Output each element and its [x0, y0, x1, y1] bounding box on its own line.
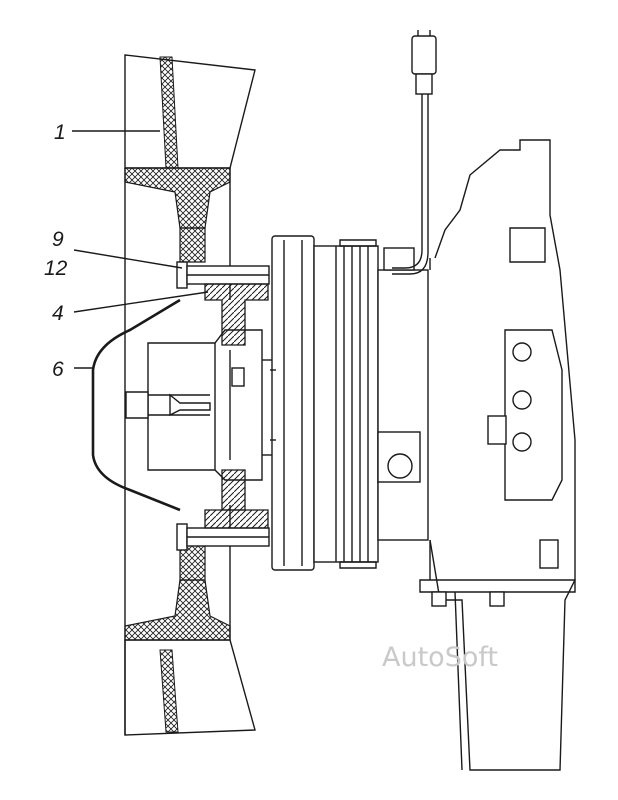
fan-blade-upper — [124, 54, 256, 169]
watermark: AutoSoft — [382, 642, 498, 673]
sensor-connector — [392, 30, 437, 275]
callout-1: 1 — [54, 121, 66, 144]
drive-housing — [377, 247, 429, 541]
pulley — [270, 235, 379, 571]
hub-cover — [91, 298, 181, 512]
callout-9: 9 — [52, 228, 64, 251]
leader-9 — [73, 249, 183, 269]
callout-6: 6 — [52, 358, 64, 381]
mounting-bolt-lower — [176, 523, 270, 551]
fan-blade-lower — [124, 639, 256, 736]
callout-12: 12 — [44, 257, 68, 280]
coupling-body — [125, 329, 275, 481]
leader-4 — [73, 291, 209, 313]
callout-4: 4 — [52, 302, 64, 325]
engine-block — [419, 139, 576, 771]
fan-hub-ring — [124, 167, 231, 735]
